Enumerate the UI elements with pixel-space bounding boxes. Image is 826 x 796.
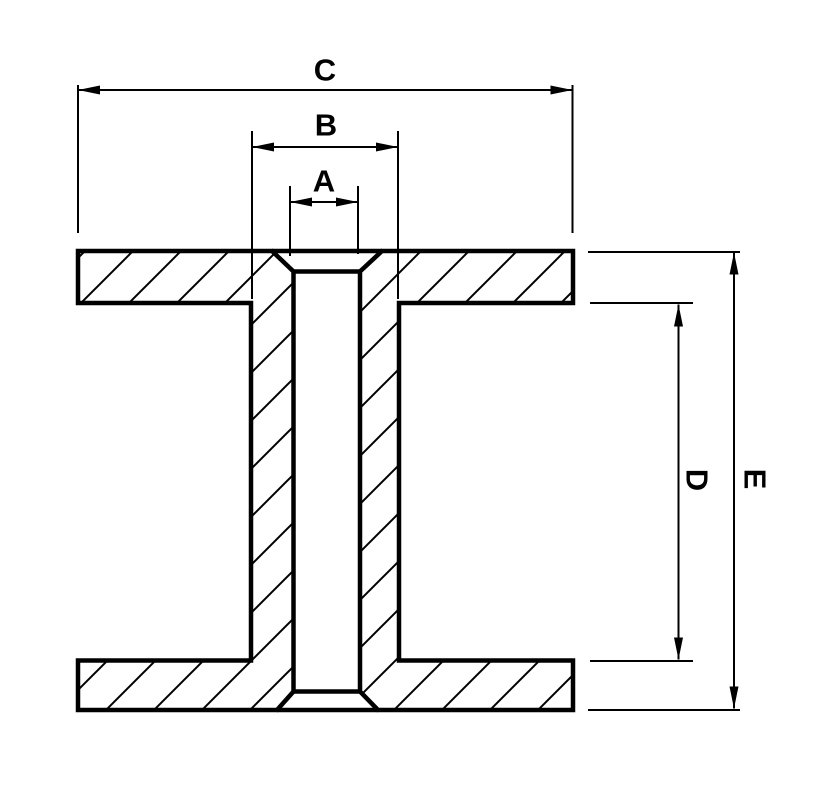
dimension-d-arrowhead-bottom bbox=[674, 637, 683, 660]
dimension-b-arrowhead-right bbox=[376, 142, 398, 152]
dimension-a-arrowhead-left bbox=[290, 197, 312, 207]
dimension-e-arrowhead-bottom bbox=[729, 686, 739, 709]
dimension-d-arrowhead-top bbox=[674, 304, 683, 327]
dimension-d: D bbox=[590, 302, 715, 662]
dimension-label-b: B bbox=[315, 108, 337, 143]
dimension-a-arrowhead-right bbox=[336, 197, 358, 207]
dimension-e-arrowhead-top bbox=[729, 252, 739, 275]
dimension-label-a: A bbox=[313, 164, 335, 199]
dimension-c-arrowhead-left bbox=[78, 85, 100, 95]
dimension-e: E bbox=[588, 251, 773, 711]
dimension-c: C bbox=[77, 53, 574, 233]
part-cross-section bbox=[75, 248, 576, 713]
dimension-b: B bbox=[251, 108, 399, 299]
dimension-label-c: C bbox=[314, 53, 336, 88]
dimension-c-arrowhead-right bbox=[550, 85, 573, 95]
dimension-b-arrowhead-left bbox=[252, 142, 274, 152]
dimension-label-e: E bbox=[738, 469, 773, 490]
dimension-a: A bbox=[289, 164, 359, 256]
section-left-half bbox=[75, 248, 296, 713]
dimension-label-d: D bbox=[680, 469, 715, 491]
section-right-half bbox=[357, 248, 576, 713]
